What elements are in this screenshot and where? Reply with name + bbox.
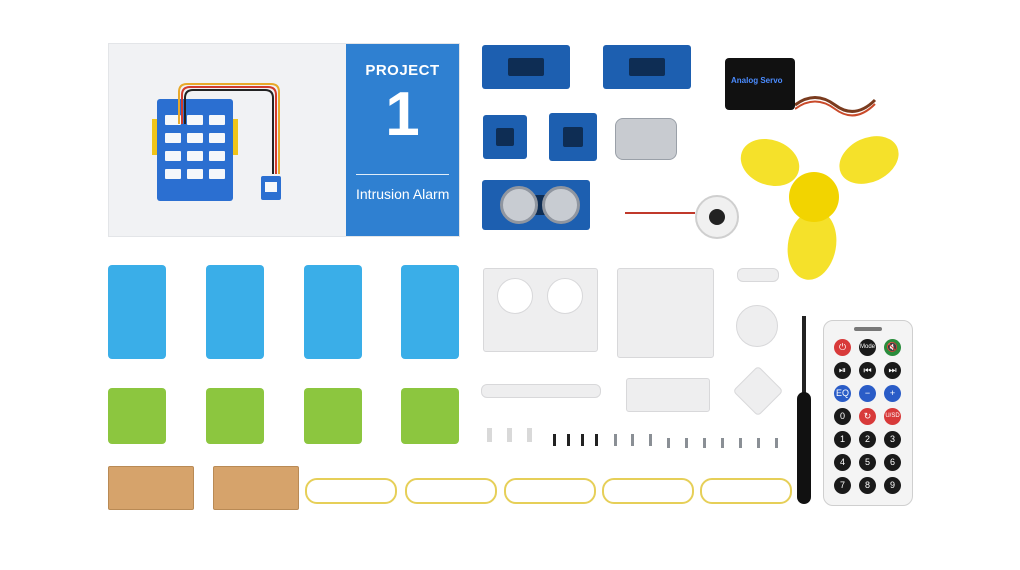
buzzer-wire [625,212,695,214]
remote-button: 6 [884,454,901,471]
grove-cable-2 [405,478,497,504]
screw [739,438,742,448]
grove-cable-4 [602,478,694,504]
screw [527,428,532,442]
remote-button: − [859,385,876,402]
remote-button: 4 [834,454,851,471]
grove-cable-1 [305,478,397,504]
remote-button: 5 [859,454,876,471]
servo-cable [795,96,877,117]
acrylic-motor-mount [617,268,714,358]
screw [487,428,492,442]
remote-button: Mode [859,339,876,356]
green-brick-2 [206,388,264,444]
screw [553,434,556,446]
blue-brick-4 [401,265,459,359]
servo-horn-long [481,384,601,398]
screw [581,434,584,446]
servo-horn-cross [732,365,784,417]
screw [667,438,670,448]
module-board-3 [483,115,527,159]
remote-button: ⏯ [834,362,851,379]
kraft-plate-2 [213,466,299,510]
sensor-illustration [261,176,281,200]
green-brick-4 [401,388,459,444]
screw [757,438,760,448]
mount-hole-left [497,278,533,314]
fan-blade-2 [831,126,907,194]
grove-cable-5 [700,478,792,504]
acrylic-clip [626,378,710,412]
project-title: Intrusion Alarm [356,186,450,202]
blue-brick-2 [206,265,264,359]
project-label: PROJECT [365,62,440,79]
module-board-4 [549,113,597,161]
screw [631,434,634,446]
ultrasonic-eye-left [500,186,538,224]
green-brick-1 [108,388,166,444]
remote-button: EQ [834,385,851,402]
remote-button: 1 [834,431,851,448]
screw [775,438,778,448]
grove-cable-3 [504,478,596,504]
screw [507,428,512,442]
remote-button: ⏭ [884,362,901,379]
screwdriver-shaft [802,316,806,394]
servo-motor: Analog Servo [725,58,795,110]
screw [649,434,652,446]
remote-button: 3 [884,431,901,448]
project-panel: PROJECT 1 Intrusion Alarm [346,44,459,236]
blue-brick-3 [304,265,362,359]
remote-button: 2 [859,431,876,448]
kraft-plate-1 [108,466,194,510]
remote-button: U/SD [884,408,901,425]
blue-brick-1 [108,265,166,359]
module-board-1 [482,45,570,89]
mount-hole-right [547,278,583,314]
remote-button: ↻ [859,408,876,425]
servo-horn-round [736,305,778,347]
project-number: 1 [385,80,420,149]
remote-ir-window [854,327,882,331]
remote-button: + [884,385,901,402]
cable-illustration [178,83,280,174]
divider [356,174,449,175]
screw [614,434,617,446]
acrylic-sensor-mount [483,268,598,352]
green-brick-3 [304,388,362,444]
screw [721,438,724,448]
screw [567,434,570,446]
screwdriver-handle [797,392,811,504]
screw [685,438,688,448]
remote-button: 9 [884,477,901,494]
dc-motor [615,118,677,160]
remote-button: ⏮ [859,362,876,379]
project-card: PROJECT 1 Intrusion Alarm [108,43,460,237]
remote-button: 8 [859,477,876,494]
servo-horn-short [737,268,779,282]
remote-button: 7 [834,477,851,494]
fan-hub [789,172,839,222]
screw [595,434,598,446]
remote-button: ⏻ [834,339,851,356]
module-board-2 [603,45,691,89]
vibration-motor [695,195,739,239]
servo-label: Analog Servo [731,76,783,85]
remote-button: 🔇 [884,339,901,356]
screw [703,438,706,448]
board-illustration [152,99,238,201]
remote-button: 0 [834,408,851,425]
ultrasonic-eye-right [542,186,580,224]
